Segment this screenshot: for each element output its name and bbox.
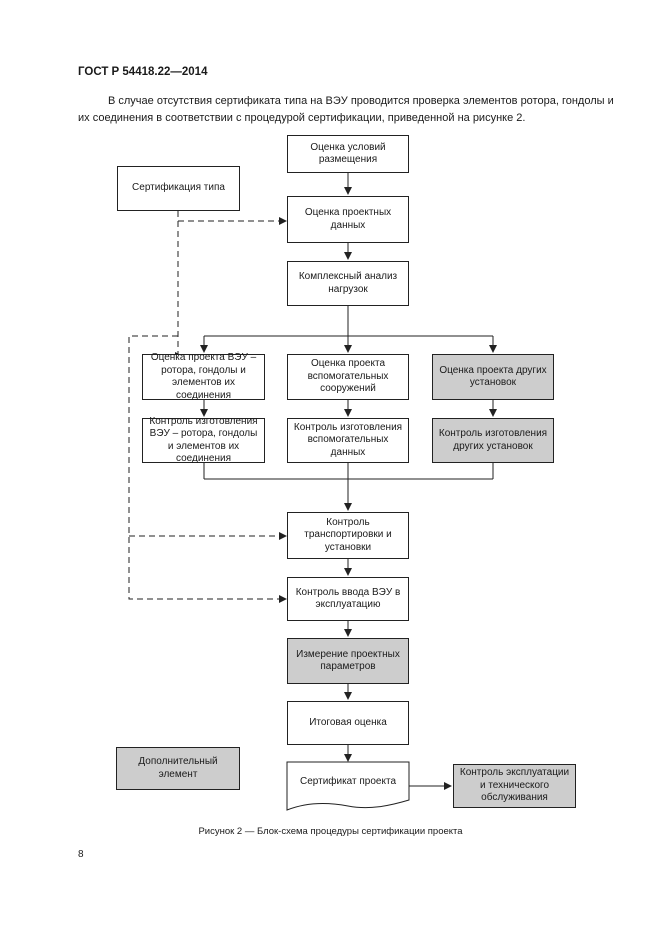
box-mfg-aux: Контроль изготовления вспомогательных да…	[287, 418, 409, 463]
box-design-aux: Оценка проекта вспомогательных сооружени…	[287, 354, 409, 400]
box-final-evaluation: Итоговая оценка	[287, 701, 409, 745]
box-type-certification: Сертификация типа	[117, 166, 240, 211]
box-commissioning: Контроль ввода ВЭУ в эксплуатацию	[287, 577, 409, 621]
box-load-analysis: Комплексный анализ нагрузок	[287, 261, 409, 306]
figure-caption: Рисунок 2 — Блок-схема процедуры сертифи…	[198, 826, 463, 837]
box-certificate: Сертификат проекта	[299, 775, 396, 787]
box-design-other: Оценка проекта других установок	[432, 354, 554, 400]
box-measurement: Измерение проектных параметров	[287, 638, 409, 684]
box-mfg-rotor: Контроль изготовления ВЭУ – ротора, гонд…	[142, 416, 265, 464]
box-site-conditions: Оценка условий размещения	[287, 135, 409, 173]
box-operation-maintenance: Контроль эксплуатации и технического обс…	[453, 764, 576, 808]
box-design-rotor: Оценка проекта ВЭУ – ротора, гондолы и э…	[142, 352, 265, 401]
legend-additional-element: Дополнительный элемент	[116, 747, 240, 790]
box-transport: Контроль транспортировки и установки	[287, 512, 409, 559]
intro-paragraph: В случае отсутствия сертификата типа на …	[78, 95, 614, 124]
page-number: 8	[78, 849, 84, 860]
box-mfg-other: Контроль изготовления других установок	[432, 418, 554, 463]
document-header: ГОСТ Р 54418.22—2014	[78, 66, 208, 78]
certificate-document-shape	[286, 761, 410, 811]
box-design-data: Оценка проектных данных	[287, 196, 409, 243]
